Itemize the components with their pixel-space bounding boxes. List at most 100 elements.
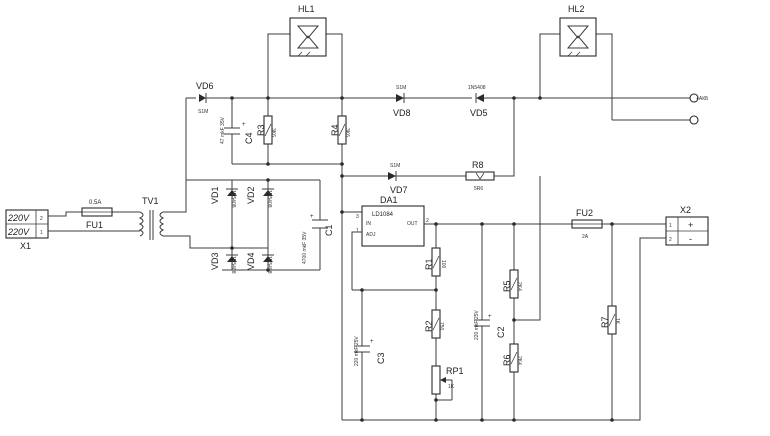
vd6-part: S1M: [198, 109, 208, 115]
svg-text:+: +: [310, 214, 314, 220]
potentiometer-rp1: RP1 1K: [431, 365, 464, 400]
c4-value: 47 mkF 35V: [220, 116, 226, 144]
wire: [494, 98, 515, 177]
fu1-label: FU1: [86, 220, 103, 230]
x1-pin-label-1: 220V: [7, 213, 30, 223]
capacitor-c2: + C2 220 mkF 25V: [474, 310, 506, 340]
fu2-rating: 2A: [582, 234, 589, 240]
svg-text:+: +: [370, 339, 374, 345]
led-hl1: HL1: [289, 4, 327, 57]
da1-pin-number-out: 2: [426, 218, 429, 224]
da1-pin-number-adj: 1: [356, 228, 359, 234]
vd4-part: 1N5408: [266, 256, 272, 274]
da1-label: DA1: [380, 195, 398, 205]
vd8-label: VD8: [393, 108, 411, 118]
r4-value: 3K6: [344, 128, 350, 137]
wire: [539, 33, 568, 98]
vd3-part: 1N5408: [230, 256, 236, 274]
x2-pin-number-1: 1: [669, 223, 672, 229]
r2-value: 750: [438, 322, 444, 331]
vd2-part: 1N5408: [266, 190, 272, 208]
junctions: [230, 96, 614, 422]
da1-pin-in: IN: [366, 221, 371, 227]
resistor-r6: R6 2K4: [502, 343, 522, 373]
capacitor-c4: + C4 47 mkF 35V: [220, 116, 254, 144]
r6-value: 2K4: [516, 356, 522, 365]
vd7-part: S1M: [390, 163, 400, 169]
rp1-value: 1K: [448, 384, 455, 390]
wire: [592, 33, 613, 120]
c3-label: C3: [376, 352, 386, 364]
resistor-r7: R7 1K: [600, 305, 620, 335]
wire: [267, 33, 298, 98]
x1-label: X1: [20, 241, 31, 251]
diode-vd8: S1M VD8: [393, 85, 411, 118]
r8-value: 5R6: [474, 186, 483, 192]
diode-vd2: VD2 1N5408: [246, 186, 274, 208]
c1-label: C1: [324, 224, 334, 236]
resistor-r3: R3 3K6: [256, 115, 276, 145]
r5-label: R5: [502, 280, 512, 292]
input-connector-x1: 220V 220V 2 1 X1: [5, 209, 49, 251]
x2-pin-number-2: 2: [669, 237, 672, 243]
vd5-part: 1N5408: [468, 85, 486, 91]
akb-label: +АКБ: [696, 96, 709, 102]
r6-label: R6: [502, 354, 512, 366]
r1-value: 100: [440, 260, 446, 269]
resistor-r2: R2 750: [424, 309, 444, 339]
diode-vd5: 1N5408 VD5: [468, 85, 488, 118]
vd4-label: VD4: [246, 252, 256, 270]
svg-text:+: +: [488, 314, 492, 320]
da1-pin-adj: ADJ: [366, 232, 376, 238]
diode-vd1: VD1 1N5408: [210, 186, 238, 208]
x2-label: X2: [680, 205, 691, 215]
vd1-part: 1N5408: [230, 190, 236, 208]
x1-pin-number-2: 1: [40, 230, 43, 236]
vd7-label: VD7: [390, 185, 408, 195]
c1-value: 4700 mkF 35V: [302, 231, 308, 264]
x1-pin-label-2: 220V: [7, 227, 30, 237]
x1-pin-number-1: 2: [40, 216, 43, 222]
c2-label: C2: [496, 326, 506, 338]
wire: [322, 33, 343, 98]
r7-label: R7: [600, 316, 610, 328]
hl1-label: HL1: [298, 4, 315, 14]
da1-pin-number-in: 3: [356, 214, 359, 220]
capacitor-c3: + C3 220 mkF 25V: [354, 336, 386, 366]
diode-vd7: S1M VD7: [388, 163, 408, 195]
wire: [514, 176, 541, 321]
wire: [163, 235, 232, 249]
vd1-label: VD1: [210, 186, 220, 204]
transformer-tv1: TV1: [138, 196, 165, 240]
r3-value: 3K6: [270, 128, 276, 137]
c3-value: 220 mkF 25V: [354, 336, 360, 366]
resistor-r5: R5 2K4: [502, 269, 522, 299]
vd6-label: VD6: [196, 81, 214, 91]
regulator-da1: LD1084 IN OUT ADJ DA1 3 1 2: [356, 195, 429, 247]
da1-pin-out: OUT: [407, 221, 418, 227]
da1-part: LD1084: [372, 212, 394, 218]
led-hl2: HL2: [559, 4, 597, 57]
c2-value: 220 mkF 25V: [474, 310, 480, 340]
fu2-label: FU2: [576, 208, 593, 218]
r4-label: R4: [330, 124, 340, 136]
capacitor-c1: + C1 4700 mkF 35V: [302, 214, 334, 264]
fuse-fu1: 0.5A FU1: [81, 200, 113, 230]
terminal: [689, 115, 699, 125]
tv1-label: TV1: [142, 196, 159, 206]
x2-polarity-plus: +: [688, 220, 693, 230]
diode-vd4: VD4 1N5408: [246, 252, 274, 274]
diode-vd3: VD3 1N5408: [210, 252, 238, 274]
r2-label: R2: [424, 320, 434, 332]
rp1-label: RP1: [446, 366, 464, 376]
vd2-label: VD2: [246, 186, 256, 204]
x2-polarity-minus: -: [689, 234, 692, 244]
c4-label: C4: [244, 132, 254, 144]
r8-label: R8: [472, 160, 484, 170]
fuse-fu2: FU2 2A: [571, 208, 603, 240]
akb-terminal: +АКБ: [689, 93, 709, 103]
wire: [48, 211, 82, 217]
resistor-r1: R1 100: [424, 247, 446, 277]
hl2-label: HL2: [568, 4, 585, 14]
